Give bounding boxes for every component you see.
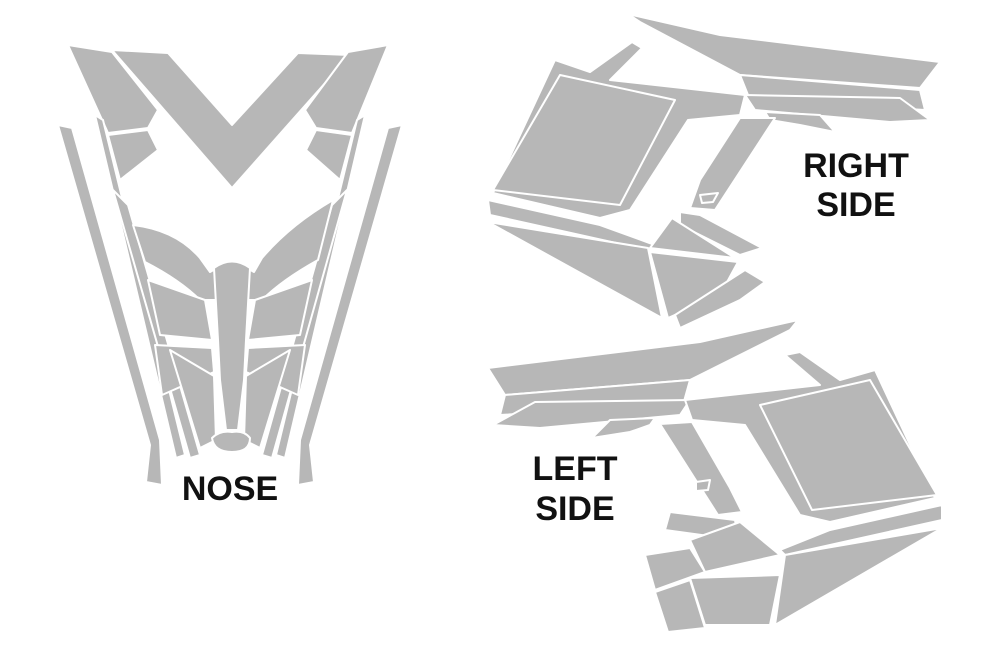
- right-top-trim-piece: [744, 94, 931, 123]
- left-lower-block-3-piece: [689, 574, 781, 626]
- left-window-piece: [759, 379, 938, 511]
- left-top-trim-piece: [492, 399, 691, 429]
- nose-chevron-piece: [111, 49, 351, 189]
- left-small-notch-piece: [695, 479, 711, 492]
- nose-group: NOSE: [57, 44, 403, 508]
- right-top-rail-piece: [627, 13, 941, 89]
- right-side-label-line-2: SIDE: [816, 186, 895, 224]
- left-side-label-line-1: LEFT: [533, 450, 618, 488]
- nose-bottom-keyhole-piece: [211, 430, 251, 453]
- right-window-piece: [492, 74, 676, 206]
- left-side-group: LEFT SIDE: [487, 319, 943, 633]
- right-side-label-line-1: RIGHT: [803, 147, 909, 185]
- nose-left-top-inner-piece: [107, 129, 159, 181]
- right-small-notch-piece: [699, 192, 719, 204]
- right-lower-triangle-piece: [487, 221, 663, 319]
- left-mid-trim-piece: [591, 417, 656, 439]
- left-bottom-skirt-piece: [779, 504, 943, 556]
- nose-left-panel-1-piece: [147, 279, 213, 341]
- nose-center-spine-piece: [213, 260, 251, 431]
- nose-label: NOSE: [182, 470, 278, 508]
- left-lower-triangle-piece: [774, 527, 943, 626]
- right-side-group: RIGHT SIDE: [487, 13, 941, 329]
- left-lower-block-4-piece: [644, 547, 706, 591]
- right-diagonal-panel-piece: [689, 117, 776, 211]
- right-lower-block-2-piece: [649, 217, 736, 259]
- nose-right-top-inner-piece: [305, 129, 353, 181]
- right-lower-block-4-piece: [674, 269, 766, 329]
- nose-right-outer-strip-piece: [297, 124, 403, 486]
- nose-left-outer-strip-piece: [57, 124, 163, 486]
- left-side-label-line-2: SIDE: [535, 490, 614, 528]
- left-diagonal-panel-piece: [659, 421, 743, 516]
- left-lower-block-5-piece: [654, 579, 706, 633]
- nose-right-panel-1-piece: [247, 279, 313, 341]
